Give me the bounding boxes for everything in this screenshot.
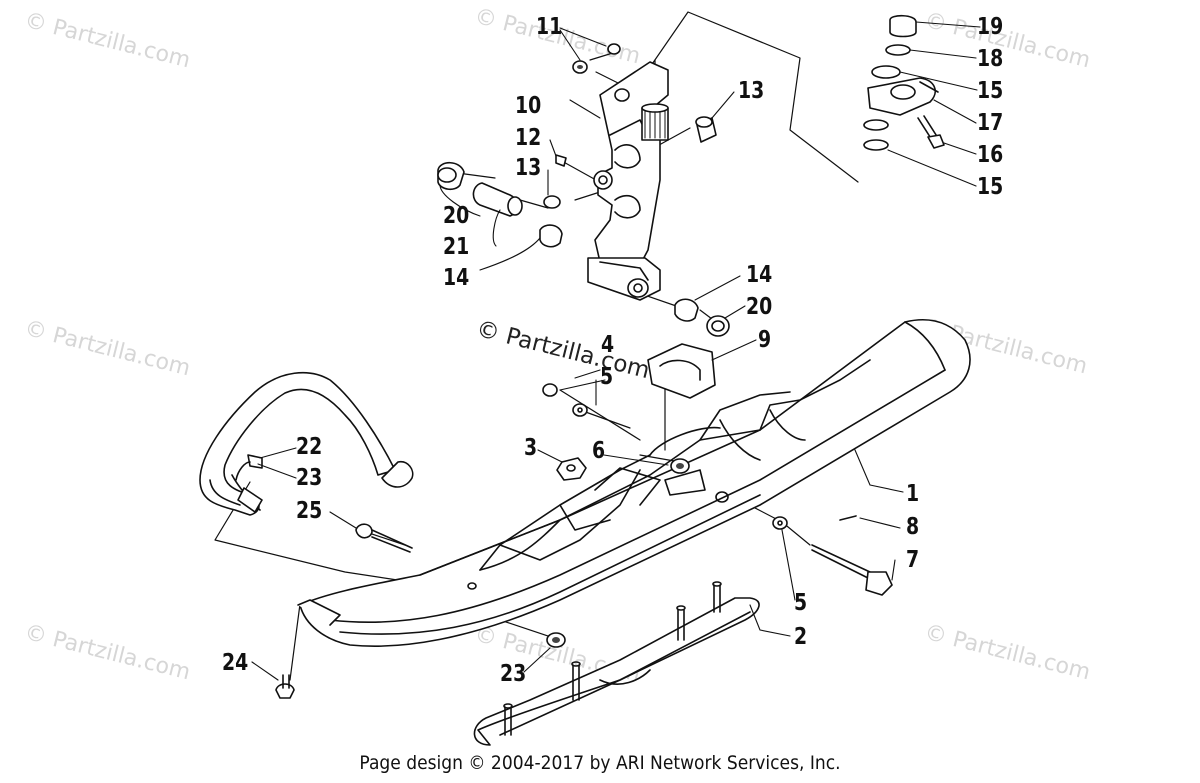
callout-4: 4 [601,332,615,358]
callout-11: 11 [536,14,563,40]
callout-7: 7 [906,547,920,573]
ski-body [297,318,971,647]
callout-8: 8 [906,514,920,540]
callout-15: 15 [977,174,1004,200]
callout-24: 24 [222,650,249,676]
callout-20: 20 [746,294,773,320]
wear-bar [473,581,760,746]
callout-14: 14 [746,262,773,288]
callout-23: 23 [296,465,323,491]
callout-6: 6 [592,438,606,464]
wear-bar-studs [503,581,722,736]
callout-23: 23 [500,661,527,687]
spindle [587,61,669,301]
callout-13: 13 [515,155,542,181]
callout-18: 18 [977,46,1004,72]
callout-21: 21 [443,234,470,260]
callout-16: 16 [977,142,1004,168]
callout-2: 2 [794,624,808,650]
callout-25: 25 [296,498,323,524]
callout-5: 5 [794,590,808,616]
callout-22: 22 [296,434,323,460]
callout-12: 12 [515,125,542,151]
page-footer: Page design © 2004-2017 by ARI Network S… [359,752,841,774]
callout-5: 5 [600,364,614,390]
callout-10: 10 [515,93,542,119]
callout-13: 13 [738,78,765,104]
callout-20: 20 [443,203,470,229]
callout-3: 3 [524,435,538,461]
callout-14: 14 [443,265,470,291]
callout-1: 1 [906,481,920,507]
callout-15: 15 [977,78,1004,104]
callout-17: 17 [977,110,1004,136]
callout-19: 19 [977,14,1004,40]
callout-9: 9 [758,327,772,353]
callout-leaders [251,21,981,681]
